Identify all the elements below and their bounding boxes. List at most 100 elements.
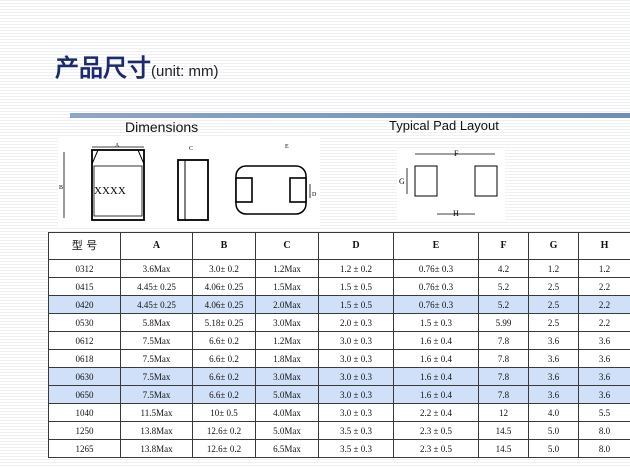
table-cell: 7.8 — [478, 349, 529, 368]
dim-c-letter: C — [189, 146, 193, 152]
table-cell: 3.0Max — [255, 313, 319, 332]
table-cell: 1.5Max — [255, 277, 319, 296]
table-cell: 4.06± 0.25 — [192, 295, 256, 314]
table-cell: 6.6± 0.2 — [192, 331, 256, 350]
column-header: H — [578, 232, 630, 260]
table-cell: 7.5Max — [120, 367, 193, 386]
table-cell: 13.8Max — [120, 439, 193, 458]
table-cell: 0.76± 0.3 — [393, 295, 479, 314]
table-cell: 1040 — [48, 403, 121, 422]
table-cell: 5.0 — [528, 439, 579, 458]
table-cell: 1265 — [48, 439, 121, 458]
table-cell: 6.5Max — [255, 439, 319, 458]
table-cell: 2.2 ± 0.4 — [393, 403, 479, 422]
table-cell: 1.2Max — [255, 259, 319, 278]
table-cell: 7.8 — [478, 331, 529, 350]
table-cell: 4.45± 0.25 — [120, 295, 193, 314]
table-cell: 3.6 — [578, 331, 630, 350]
dim-top-view-face — [93, 165, 143, 217]
table-cell: 2.0Max — [255, 295, 319, 314]
table-cell: 1.6 ± 0.4 — [393, 385, 479, 404]
table-cell: 2.0 ± 0.3 — [318, 313, 394, 332]
table-cell: 1250 — [48, 421, 121, 440]
table-cell: 4.0Max — [255, 403, 319, 422]
table-cell: 3.0 ± 0.3 — [318, 349, 394, 368]
table-cell: 3.0 ± 0.3 — [318, 385, 394, 404]
dim-e-letter: E — [285, 144, 289, 150]
table-cell: 6.6± 0.2 — [192, 367, 256, 386]
table-cell: 5.5 — [578, 403, 630, 422]
table-cell: 1.6 ± 0.4 — [393, 367, 479, 386]
table-cell: 0618 — [48, 349, 121, 368]
table-cell: 6.6± 0.2 — [192, 349, 256, 368]
column-header: E — [393, 232, 479, 260]
table-cell: 2.2 — [578, 277, 630, 296]
table-cell: 3.6 — [578, 367, 630, 386]
dim-top-view-bevel — [91, 149, 145, 165]
column-header: 型 号 — [48, 232, 121, 260]
table-cell: 12.6± 0.2 — [192, 439, 256, 458]
table-cell: 10± 0.5 — [192, 403, 256, 422]
dimensions-drawing: A XXXX B C E D — [58, 138, 320, 228]
table-cell: 1.2 — [528, 259, 579, 278]
table-cell: 3.5 ± 0.3 — [318, 421, 394, 440]
table-cell: 7.5Max — [120, 385, 193, 404]
dim-marking-text: XXXX — [94, 185, 126, 197]
table-cell: 7.8 — [478, 367, 529, 386]
table-cell: 5.0Max — [255, 385, 319, 404]
column-header: C — [255, 232, 319, 260]
table-cell: 0530 — [48, 313, 121, 332]
page-title-cn: 产品尺寸 — [55, 53, 151, 82]
table-cell: 5.2 — [478, 295, 529, 314]
table-cell: 4.06± 0.25 — [192, 277, 256, 296]
table-cell: 3.0 ± 0.3 — [318, 331, 394, 350]
table-cell: 3.6Max — [120, 259, 193, 278]
table-cell: 4.2 — [478, 259, 529, 278]
table-cell: 1.6 ± 0.4 — [393, 349, 479, 368]
pad-f-letter: F — [454, 149, 459, 158]
table-cell: 7.8 — [478, 385, 529, 404]
column-header: B — [192, 232, 256, 260]
table-cell: 1.6 ± 0.4 — [393, 331, 479, 350]
table-cell: 3.6 — [528, 385, 579, 404]
table-cell: 8.0 — [578, 421, 630, 440]
table-cell: 3.6 — [578, 349, 630, 368]
table-cell: 1.8Max — [255, 349, 319, 368]
table-cell: 0420 — [48, 295, 121, 314]
table-cell: 2.5 — [528, 295, 579, 314]
table-cell: 0630 — [48, 367, 121, 386]
table-cell: 4.45± 0.25 — [120, 277, 193, 296]
table-cell: 2.2 — [578, 313, 630, 332]
table-cell: 3.6 — [578, 385, 630, 404]
table-cell: 1.2 ± 0.2 — [318, 259, 394, 278]
table-cell: 0312 — [48, 259, 121, 278]
table-cell: 13.8Max — [120, 421, 193, 440]
pad-left — [414, 165, 438, 197]
table-cell: 1.5 ± 0.3 — [393, 313, 479, 332]
table-cell: 1.5 ± 0.5 — [318, 295, 394, 314]
table-cell: 3.0± 0.2 — [192, 259, 256, 278]
table-cell: 14.5 — [478, 421, 529, 440]
table-cell: 7.5Max — [120, 349, 193, 368]
table-cell: 5.18± 0.25 — [192, 313, 256, 332]
table-cell: 2.3 ± 0.5 — [393, 421, 479, 440]
table-cell: 0612 — [48, 331, 121, 350]
table-cell: 1.5 ± 0.5 — [318, 277, 394, 296]
column-header: G — [528, 232, 579, 260]
dim-a-letter: A — [115, 143, 120, 149]
dim-side-view-body — [177, 159, 209, 221]
page-title: 产品尺寸(unit: mm) — [55, 48, 219, 83]
table-cell: 4.0 — [528, 403, 579, 422]
table-cell: 7.5Max — [120, 331, 193, 350]
table-cell: 3.6 — [528, 331, 579, 350]
dim-b-letter: B — [59, 185, 63, 191]
header-divider-band — [70, 113, 630, 118]
